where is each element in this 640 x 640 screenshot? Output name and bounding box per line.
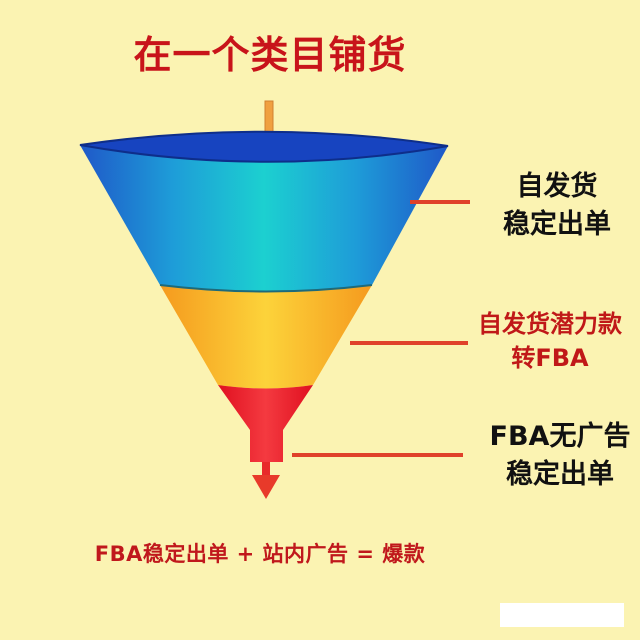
watermark-box <box>500 603 624 627</box>
stage-label-bottom: FBA无广告 稳定出单 <box>489 421 631 490</box>
funnel-top-band <box>80 131 448 292</box>
formula-text: FBA稳定出单 + 站内广告 = 爆款 <box>94 542 426 566</box>
diagram-title: 在一个类目铺货 <box>133 33 407 77</box>
funnel-middle-band <box>160 285 372 389</box>
funnel-stem <box>262 462 270 476</box>
stage-label-top: 自发货 稳定出单 <box>503 171 611 240</box>
funnel-top-rim <box>79 130 449 163</box>
funnel-bottom-band <box>218 385 313 462</box>
arrow-down-icon <box>252 475 280 499</box>
stage-label-middle: 自发货潜力款 转FBA <box>478 310 622 372</box>
